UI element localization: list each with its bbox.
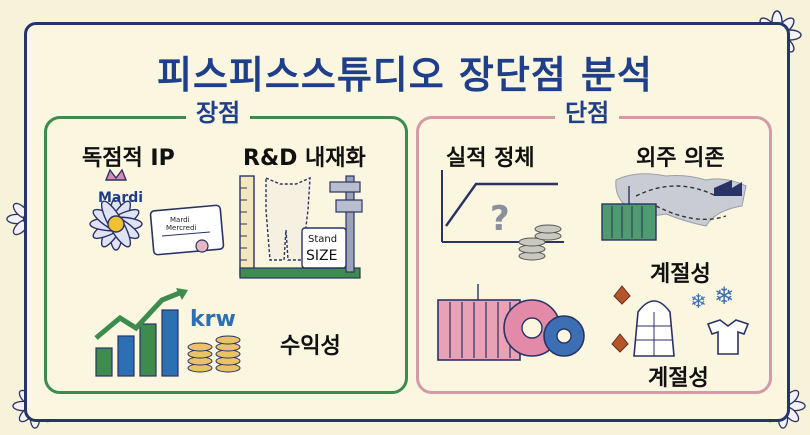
krw-text: krw — [190, 307, 236, 332]
snowflake-icon: ❄ — [690, 289, 707, 313]
weakness-label-outsourcing: 외주 의존 — [636, 146, 725, 171]
strength-label-ip: 독점적 IP — [82, 146, 175, 171]
license-card-icon: Mardi Mercredi — [149, 204, 225, 256]
page-title: 피스피스스튜디오 장단점 분석 — [157, 53, 653, 97]
snowflake-icon: ❄ — [714, 282, 734, 310]
mardi-brand-text: Mardi — [98, 190, 143, 206]
seasonal-clothing-icon: ❄ ❄ — [611, 282, 750, 357]
container-gears-icon — [437, 284, 585, 361]
question-mark: ? — [490, 199, 510, 239]
card-line2: Mercredi — [166, 224, 196, 232]
strengths-heading: 장점 — [186, 98, 251, 128]
weakness-label-stagnation: 실적 정체 — [446, 146, 535, 171]
strength-label-profit: 수익성 — [280, 334, 341, 359]
world-map-container-icon — [601, 173, 747, 241]
tag-line1: Stand — [308, 234, 337, 245]
weakness-label-seasonality-1: 계절성 — [650, 262, 711, 287]
strength-label-rnd: R&D 내재화 — [243, 146, 366, 171]
pattern-ruler-caliper-icon: Stand SIZE — [239, 175, 363, 279]
tag-line2: SIZE — [306, 248, 337, 264]
flat-chart-icon: ? — [441, 170, 564, 261]
weaknesses-heading: 단점 — [555, 98, 620, 128]
card-line1: Mardi — [170, 216, 190, 224]
growth-bars-coins-icon: krw — [94, 288, 241, 377]
mardi-flower-ip-icon: Mardi Mercredi Mardi — [89, 168, 225, 256]
weakness-label-seasonality-2: 계절성 — [648, 366, 709, 391]
